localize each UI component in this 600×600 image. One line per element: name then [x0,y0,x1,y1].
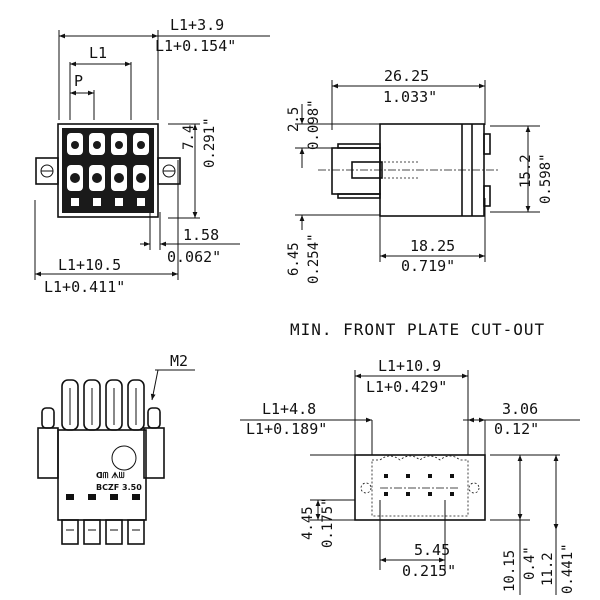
dim-top-offset-inch: 0.098" [306,99,322,150]
dim-height: 7.4 [181,125,197,150]
dim-pitch: P [74,72,83,90]
dim-flange-width: L1+10.5 [58,256,121,274]
dim-height-inch: 0.291" [202,117,218,168]
front-view: M2 ᗡᗰ ᗑᗯ BCZF 3.50 [37,352,195,545]
dim-height-a: 10.15 [502,550,518,592]
dim-right-offset: 3.06 [502,400,538,418]
side-view: 26.25 1.033" 2.5 0.098" 15.2 0.598" 6.45… [286,67,554,284]
top-view: L1+3.9 L1+0.154" L1 P [34,16,270,296]
marking-type: BCZF 3.50 [96,483,142,492]
dim-total-width-inch: L1+0.154" [155,37,236,55]
front-plate-cutout: MIN. FRONT PLATE CUT-OUT L1+10.9 L1+0.42… [240,320,580,595]
dim-left-offset-inch: L1+0.189" [246,420,327,438]
dim-body-length: 18.25 [410,237,455,255]
dim-height-b-inch: 0.441" [560,543,576,594]
dim-lower-height-inch: 0.175" [320,497,336,548]
dim-pitch-length: L1 [89,44,107,62]
dim-cutout-width: L1+10.9 [378,357,441,375]
dim-bottom-offset-inch: 0.254" [306,233,322,284]
dim-lower-height: 4.45 [300,506,316,540]
marking-brand: ᗡᗰ ᗑᗯ [96,471,125,480]
dim-length: 26.25 [384,67,429,85]
dim-height-a-inch: 0.4" [522,546,538,580]
dim-lower-width: 5.45 [414,541,450,559]
cutout-heading: MIN. FRONT PLATE CUT-OUT [290,320,545,339]
dim-body-length-inch: 0.719" [401,257,455,275]
dim-offset-inch: 0.062" [167,248,221,266]
dim-offset: 1.58 [183,226,219,244]
dim-left-offset: L1+4.8 [262,400,316,418]
dim-right-offset-inch: 0.12" [494,420,539,438]
dim-bottom-offset: 6.45 [286,242,302,276]
dim-height-inch: 0.598" [538,153,554,204]
dim-top-offset: 2.5 [286,107,302,132]
dim-height: 15.2 [518,154,534,188]
dim-screw: M2 [170,352,188,370]
dim-flange-width-inch: L1+0.411" [44,278,125,296]
dim-total-width: L1+3.9 [170,16,224,34]
dim-length-inch: 1.033" [383,88,437,106]
dim-lower-width-inch: 0.215" [402,562,456,580]
dim-height-b: 11.2 [540,552,556,586]
dim-cutout-width-inch: L1+0.429" [366,378,447,396]
